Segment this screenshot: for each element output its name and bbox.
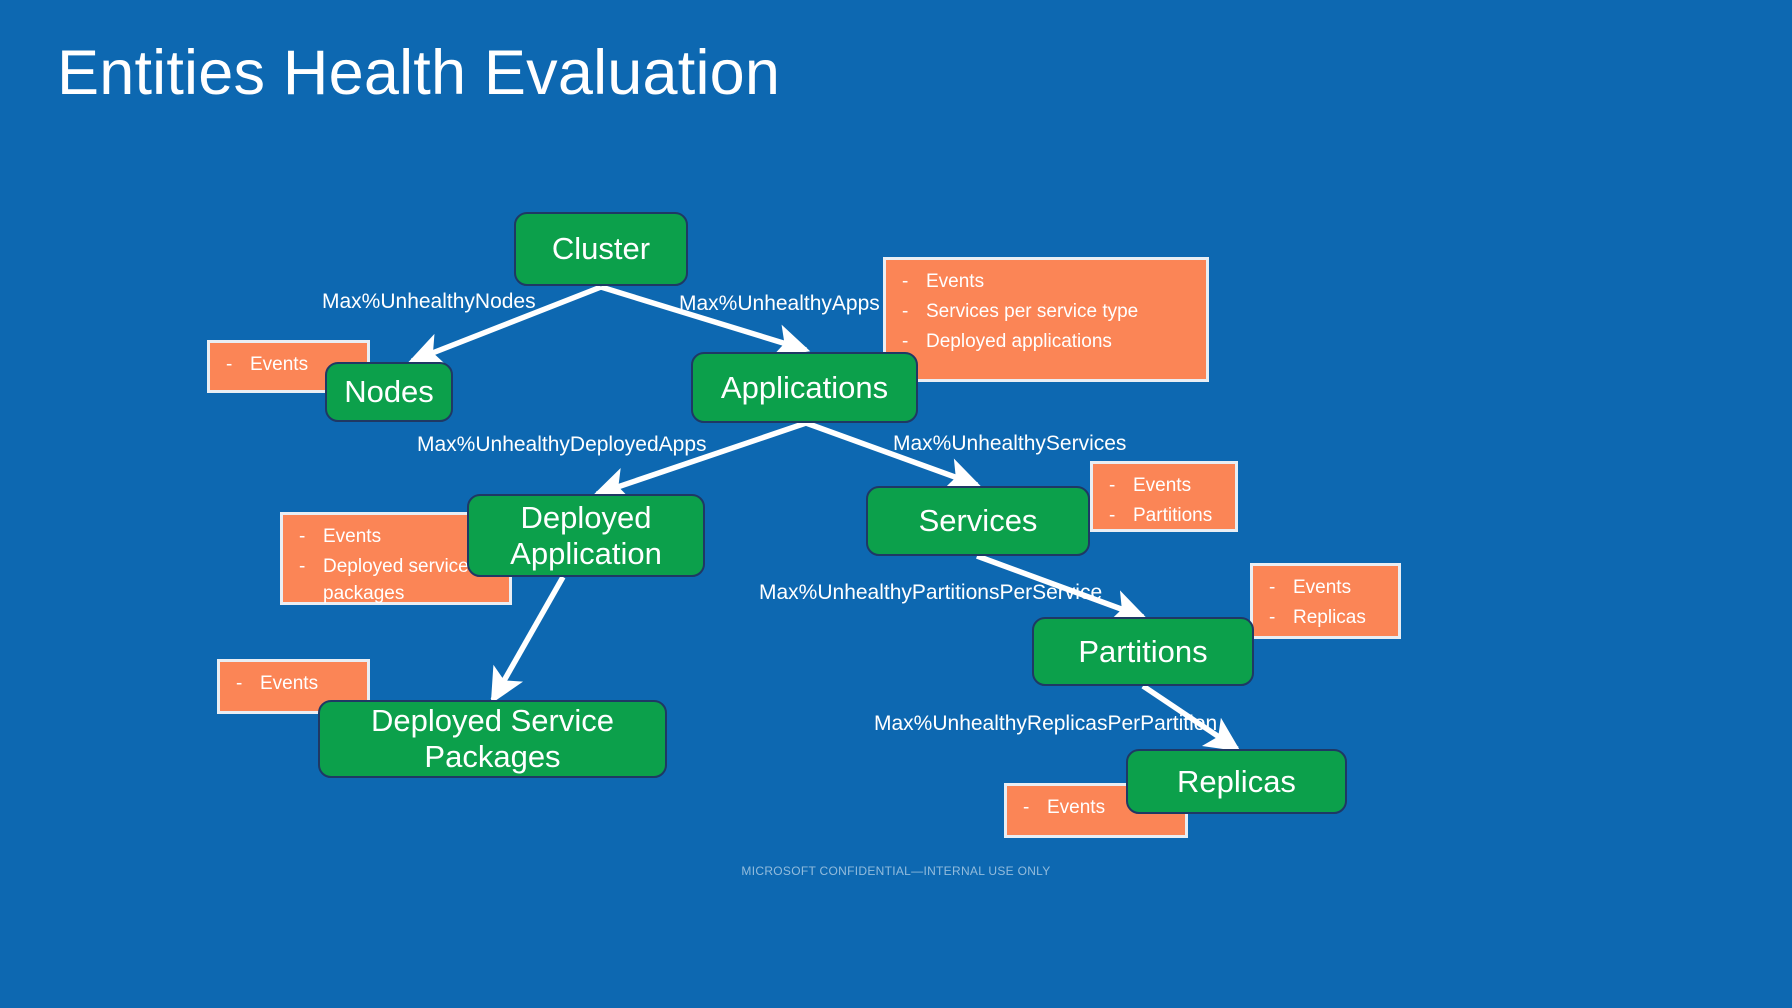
callout-item: Events (224, 352, 355, 379)
entity-services[interactable]: Services (866, 486, 1090, 556)
entity-applications[interactable]: Applications (691, 352, 918, 423)
entity-label: Nodes (344, 374, 434, 410)
callout-item: Events (234, 671, 355, 698)
page-title: Entities Health Evaluation (57, 38, 781, 108)
edge-label-applications-deployed-application: Max%UnhealthyDeployedApps (417, 433, 707, 456)
entity-nodes[interactable]: Nodes (325, 362, 453, 422)
callout-item: Replicas (1267, 605, 1386, 632)
entity-label: Cluster (551, 231, 651, 267)
confidentiality-footer: MICROSOFT CONFIDENTIAL—INTERNAL USE ONLY (741, 864, 1051, 878)
edge-label-services-partitions: Max%UnhealthyPartitionsPerService (759, 581, 1103, 604)
partitions-callout: Events Replicas (1250, 563, 1401, 639)
entity-partitions[interactable]: Partitions (1032, 617, 1254, 686)
edge-label-cluster-applications: Max%UnhealthyApps (679, 292, 880, 315)
applications-callout: Events Services per service type Deploye… (883, 257, 1209, 382)
callout-item: Events (1021, 795, 1173, 822)
entity-label: Deployed Service Packages (371, 703, 614, 774)
edge-label-applications-services: Max%UnhealthyServices (893, 432, 1127, 455)
callout-item: Events (1107, 473, 1223, 500)
entity-deployed-service-packages[interactable]: Deployed Service Packages (318, 700, 667, 778)
entity-label: Replicas (1177, 763, 1296, 799)
callout-item: Partitions (1107, 503, 1223, 530)
callout-item: Events (900, 269, 1194, 296)
services-callout: Events Partitions (1090, 461, 1238, 532)
edge-label-cluster-nodes: Max%UnhealthyNodes (322, 290, 536, 313)
entity-deployed-application[interactable]: Deployed Application (467, 494, 705, 577)
entity-label: Services (918, 503, 1038, 539)
entity-cluster[interactable]: Cluster (514, 212, 688, 286)
entity-label: Partitions (1078, 633, 1208, 669)
callout-item: Events (297, 524, 497, 551)
entity-replicas[interactable]: Replicas (1126, 749, 1347, 814)
edge-label-partitions-replicas: Max%UnhealthyReplicasPerPartition (874, 712, 1218, 735)
entity-label: Deployed Application (510, 499, 662, 571)
entity-label: Applications (720, 369, 889, 405)
callout-item: Deployed applications (900, 329, 1194, 356)
callout-item: Events (1267, 575, 1386, 602)
callout-item: Services per service type (900, 299, 1194, 326)
callout-item: Deployed service packages (297, 554, 483, 608)
